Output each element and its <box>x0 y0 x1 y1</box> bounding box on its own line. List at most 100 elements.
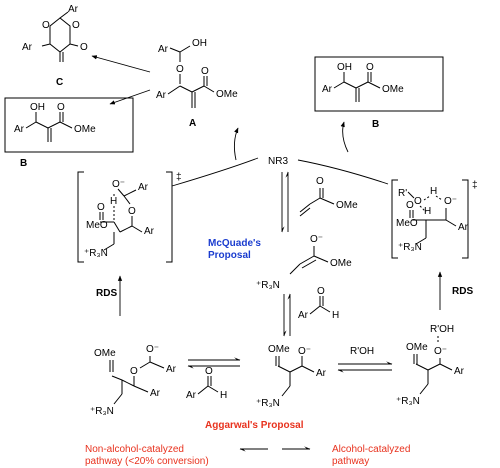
arrow-a-to-c <box>91 55 151 73</box>
atom-ar: Ar <box>144 226 155 237</box>
rds-label-left: RDS <box>96 288 117 299</box>
atom-h: H <box>332 310 339 321</box>
legend: Non-alcohol-catalyzed pathway (<20% conv… <box>85 444 410 467</box>
atom-oh: OH <box>192 38 207 49</box>
atom-rprime-oh: R'OH <box>430 324 454 335</box>
atom-ome: OMe <box>94 348 116 359</box>
atom-ar: Ar <box>68 4 79 15</box>
atom-o: O <box>317 286 325 297</box>
product-b-box-left <box>4 97 134 153</box>
atom-ar: Ar <box>138 182 149 193</box>
atom-o-minus: O⁻ <box>146 344 159 355</box>
atom-o: O <box>42 20 50 31</box>
dagger-right: ‡ <box>472 180 478 191</box>
left-transition-state: ‡ O⁻ Ar H O Ar O MeO ⁺R₃N <box>77 171 182 263</box>
label-b-left: B <box>20 158 27 169</box>
atom-r3n: ⁺R₃N <box>398 242 422 253</box>
legend-alcohol-line2: pathway <box>332 456 369 467</box>
dagger-left: ‡ <box>176 172 182 183</box>
atom-r3n: ⁺R₃N <box>256 280 280 291</box>
label-nr3: NR3 <box>268 156 288 167</box>
atom-o: O <box>130 366 138 377</box>
atom-o: O <box>406 200 414 211</box>
atom-r3n: ⁺R₃N <box>396 396 420 407</box>
atom-r3n: ⁺R₃N <box>256 398 280 409</box>
legend-non-alcohol-line1: Non-alcohol-catalyzed <box>85 444 184 455</box>
alkoxide-intermediate: OMe O⁻ Ar ⁺R₃N <box>256 344 327 409</box>
atom-o: O <box>316 176 324 187</box>
hemiacetal-intermediate: O⁻ Ar O Ar OMe ⁺R₃N <box>90 344 177 417</box>
atom-ar: Ar <box>458 222 469 233</box>
mcquade-label-line1: McQuade's <box>208 238 261 249</box>
atom-o: O <box>80 42 88 53</box>
atom-meo: MeO <box>396 218 418 229</box>
atom-o: O <box>205 366 213 377</box>
atom-o-minus: O⁻ <box>434 346 447 357</box>
atom-o: O <box>72 20 80 31</box>
atom-ar: Ar <box>298 310 309 321</box>
alkoxide-alcohol-complex: R'OH OMe O⁻ Ar ⁺R₃N <box>396 324 465 407</box>
atom-ar: Ar <box>158 44 169 55</box>
aggarwal-label: Aggarwal's Proposal <box>205 420 304 431</box>
aldehyde-bottom: Ar O H <box>186 366 227 401</box>
atom-r3n: ⁺R₃N <box>90 406 114 417</box>
atom-o: O <box>57 102 65 113</box>
arrow-left-ts-to-nr3 <box>171 157 259 187</box>
right-transition-state: ‡ R' O H O⁻ H O MeO Ar ⁺R₃N <box>391 179 478 259</box>
atom-ar: Ar <box>150 388 161 399</box>
arrow-right-ts-to-nr3 <box>297 159 389 185</box>
atom-o-minus: O⁻ <box>310 234 323 245</box>
curved-arrow-to-b-right <box>340 121 349 153</box>
atom-ome: OMe <box>406 342 428 353</box>
rprime-oh-reagent: R'OH <box>350 346 374 357</box>
atom-r3n: ⁺R₃N <box>84 248 108 259</box>
legend-non-alcohol-line2: pathway (<20% conversion) <box>85 456 209 467</box>
atom-ome: OMe <box>216 89 238 100</box>
atom-o-minus: O⁻ <box>444 196 457 207</box>
product-b-box-right <box>314 56 444 112</box>
product-c-structure: Ar O O Ar O C <box>22 4 88 88</box>
rds-label-right: RDS <box>452 286 473 297</box>
atom-ar: Ar <box>186 390 197 401</box>
atom-o: O <box>366 62 374 73</box>
atom-o: O <box>414 196 422 207</box>
atom-ome: OMe <box>382 84 404 95</box>
atom-o-minus: O⁻ <box>112 179 125 190</box>
atom-meo: MeO <box>86 220 108 231</box>
product-b-structure-left: Ar OH O OMe B <box>14 102 96 169</box>
atom-o: O <box>97 202 105 213</box>
atom-o: O <box>128 206 136 217</box>
atom-ar: Ar <box>156 90 167 101</box>
atom-o-minus: O⁻ <box>298 346 311 357</box>
atom-h: H <box>220 390 227 401</box>
atom-o: O <box>201 66 209 77</box>
atom-rprime: R' <box>398 188 407 199</box>
legend-alcohol-line1: Alcohol-catalyzed <box>332 444 410 455</box>
arrow-a-to-b-left <box>109 89 151 105</box>
atom-ar: Ar <box>454 366 465 377</box>
atom-ome: OMe <box>268 344 290 355</box>
atom-ar: Ar <box>322 84 333 95</box>
aldehyde-center: Ar O H <box>298 286 339 321</box>
atom-ar: Ar <box>22 42 33 53</box>
label-a: A <box>189 118 196 129</box>
atom-ar: Ar <box>14 124 25 135</box>
label-b-top-right: B <box>372 119 379 130</box>
atom-ome: OMe <box>74 124 96 135</box>
atom-o: O <box>176 64 184 75</box>
atom-ar: Ar <box>166 364 177 375</box>
atom-oh: OH <box>337 62 352 73</box>
zwitterion-enolate: O⁻ OMe ⁺R₃N <box>256 234 352 291</box>
methyl-acrylate: O OMe <box>299 176 358 217</box>
mcquade-label-line2: Proposal <box>208 250 251 261</box>
atom-oh: OH <box>30 102 45 113</box>
atom-h: H <box>110 196 117 207</box>
intermediate-a-structure: Ar OH O Ar O OMe A <box>156 38 238 129</box>
product-b-structure-right: Ar OH O OMe B <box>322 62 404 130</box>
atom-h: H <box>430 186 437 197</box>
atom-ome: OMe <box>336 200 358 211</box>
atom-ar: Ar <box>316 368 327 379</box>
atom-h: H <box>424 206 431 217</box>
